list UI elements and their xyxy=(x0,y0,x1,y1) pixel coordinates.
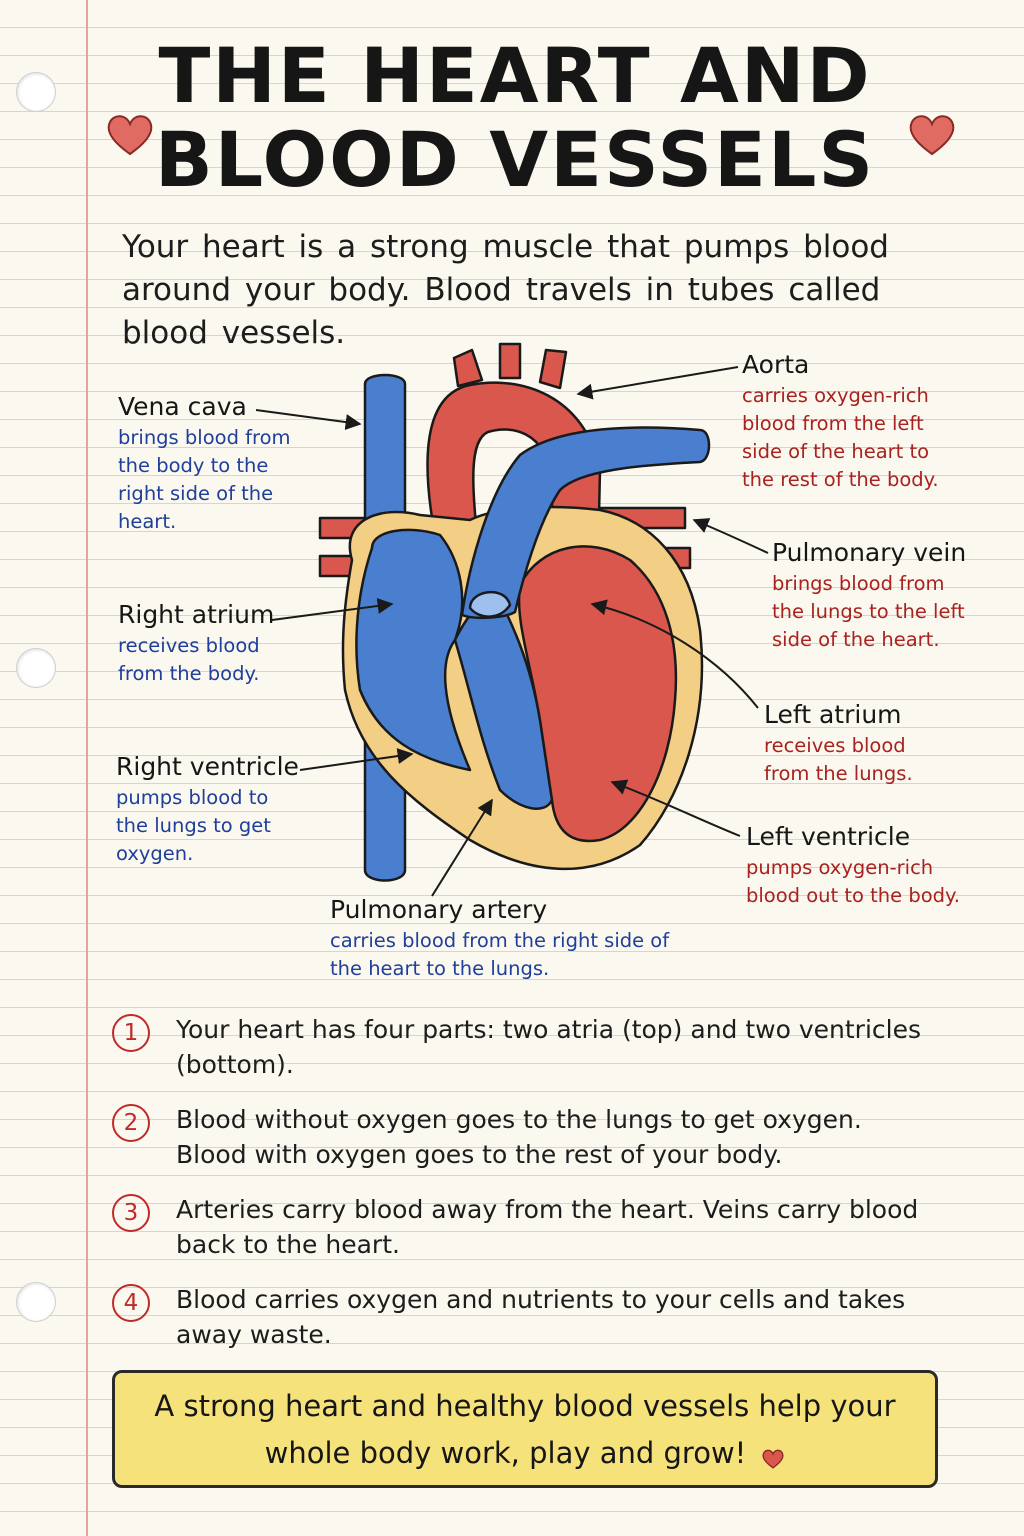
left-chambers xyxy=(517,545,678,843)
fact-text: Blood without oxygen goes to the lungs t… xyxy=(176,1105,862,1169)
arrow-icon xyxy=(271,597,394,621)
aorta-branch xyxy=(452,348,484,388)
arrow-icon xyxy=(431,798,493,897)
label-aorta: Aorta carries oxygen-rich blood from the… xyxy=(742,350,956,494)
heart-icon xyxy=(762,1449,784,1469)
fact-number-badge: 4 xyxy=(112,1284,150,1322)
heart-valve xyxy=(468,590,512,618)
binder-hole xyxy=(16,648,56,688)
arrow-icon xyxy=(576,366,739,400)
heart-icon xyxy=(909,115,955,156)
binder-hole xyxy=(16,1282,56,1322)
label-desc: pumps blood to the lungs to get oxygen. xyxy=(116,786,271,865)
heart-icon xyxy=(107,115,153,156)
arrow-icon xyxy=(610,779,741,837)
arrow-icon xyxy=(590,599,759,709)
fact-text: Arteries carry blood away from the heart… xyxy=(176,1195,919,1259)
intro-paragraph: Your heart is a strong muscle that pumps… xyxy=(122,229,889,351)
fact-number-badge: 3 xyxy=(112,1194,150,1232)
label-right-atrium: Right atrium receives blood from the bod… xyxy=(118,600,288,688)
label-desc: carries oxygen-rich blood from the left … xyxy=(742,384,939,491)
fact-number-badge: 2 xyxy=(112,1104,150,1142)
label-name: Left ventricle xyxy=(746,822,911,851)
label-vena-cava: Vena cava brings blood from the body to … xyxy=(118,392,304,536)
label-name: Right ventricle xyxy=(116,752,299,781)
right-chambers xyxy=(355,528,554,810)
aorta-branch xyxy=(498,342,522,380)
fact-number-badge: 1 xyxy=(112,1014,150,1052)
label-name: Pulmonary vein xyxy=(772,538,967,567)
page-title-line-2: BLOOD VESSELS xyxy=(154,115,876,204)
summary-banner: A strong heart and healthy blood vessels… xyxy=(112,1370,938,1488)
arrow-icon xyxy=(692,518,769,554)
label-desc: carries blood from the right side of the… xyxy=(330,929,670,980)
label-name: Aorta xyxy=(742,350,810,379)
pulmonary-artery-vessel xyxy=(460,426,711,620)
fact-text: Your heart has four parts: two atria (to… xyxy=(176,1015,921,1079)
label-pulmonary-artery: Pulmonary artery carries blood from the … xyxy=(330,895,670,983)
label-pulmonary-vein: Pulmonary vein brings blood from the lun… xyxy=(772,538,968,654)
aorta-branch xyxy=(538,348,568,390)
page-title-line-1: THE HEART AND xyxy=(158,31,872,120)
label-desc: brings blood from the body to the right … xyxy=(118,426,291,533)
label-left-atrium: Left atrium receives blood from the lung… xyxy=(764,700,944,788)
banner-text: A strong heart and healthy blood vessels… xyxy=(154,1389,896,1470)
heart-diagram xyxy=(255,342,769,897)
label-desc: pumps oxygen-rich blood out to the body. xyxy=(746,856,960,907)
arrow-icon xyxy=(255,409,362,431)
fact-text: Blood carries oxygen and nutrients to yo… xyxy=(176,1285,906,1349)
binder-hole xyxy=(16,72,56,112)
label-left-ventricle: Left ventricle pumps oxygen-rich blood o… xyxy=(746,822,978,910)
label-name: Pulmonary artery xyxy=(330,895,548,924)
label-desc: brings blood from the lungs to the left … xyxy=(772,572,965,651)
label-name: Vena cava xyxy=(118,392,247,421)
label-name: Right atrium xyxy=(118,600,275,629)
arrow-icon xyxy=(299,748,414,771)
label-desc: receives blood from the body. xyxy=(118,634,260,685)
label-right-ventricle: Right ventricle pumps blood to the lungs… xyxy=(116,752,299,868)
label-desc: receives blood from the lungs. xyxy=(764,734,913,785)
label-name: Left atrium xyxy=(764,700,902,729)
notebook-margin-line xyxy=(86,0,88,1536)
